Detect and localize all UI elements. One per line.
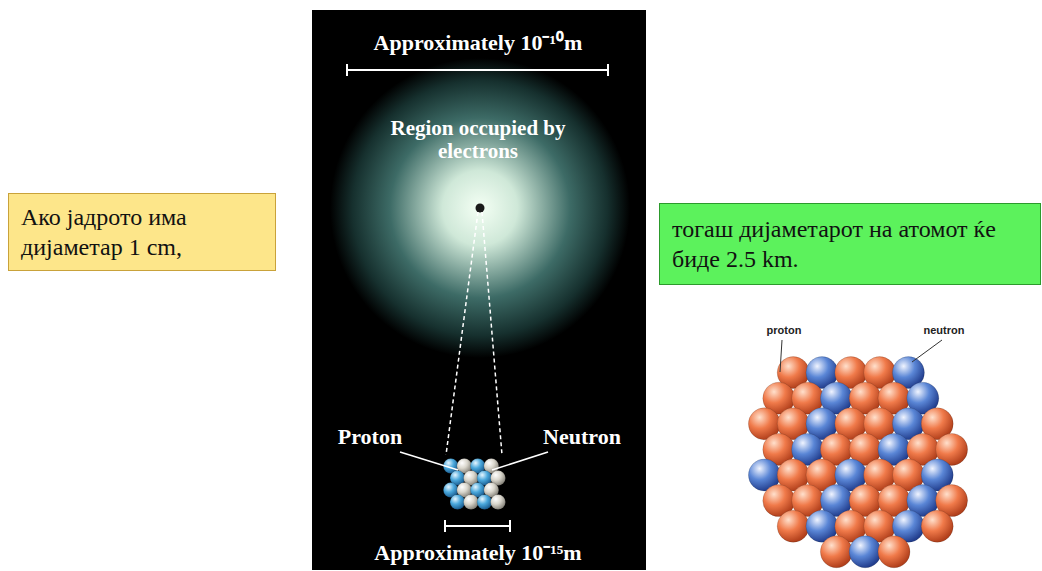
note-box: Ако јадрото има дијаметар 1 cm, xyxy=(8,193,276,271)
note-box: тогаш дијаметарот на атомот ќе биде 2.5 … xyxy=(659,203,1041,285)
part-label: proton xyxy=(767,324,802,336)
part-label: Proton xyxy=(338,425,402,449)
note-text: Ако јадрото има дијаметар 1 cm, xyxy=(21,202,263,262)
region-label: Region occupied by electrons xyxy=(363,117,593,163)
dimension-label: Approximately 10⁻¹⁵m xyxy=(374,541,581,565)
note-text: тогаш дијаметарот на атомот ќе биде 2.5 … xyxy=(672,214,1028,274)
part-label: Neutron xyxy=(543,425,621,449)
part-label: neutron xyxy=(924,324,965,336)
dimension-label: Approximately 10⁻¹⁰m xyxy=(374,31,583,55)
